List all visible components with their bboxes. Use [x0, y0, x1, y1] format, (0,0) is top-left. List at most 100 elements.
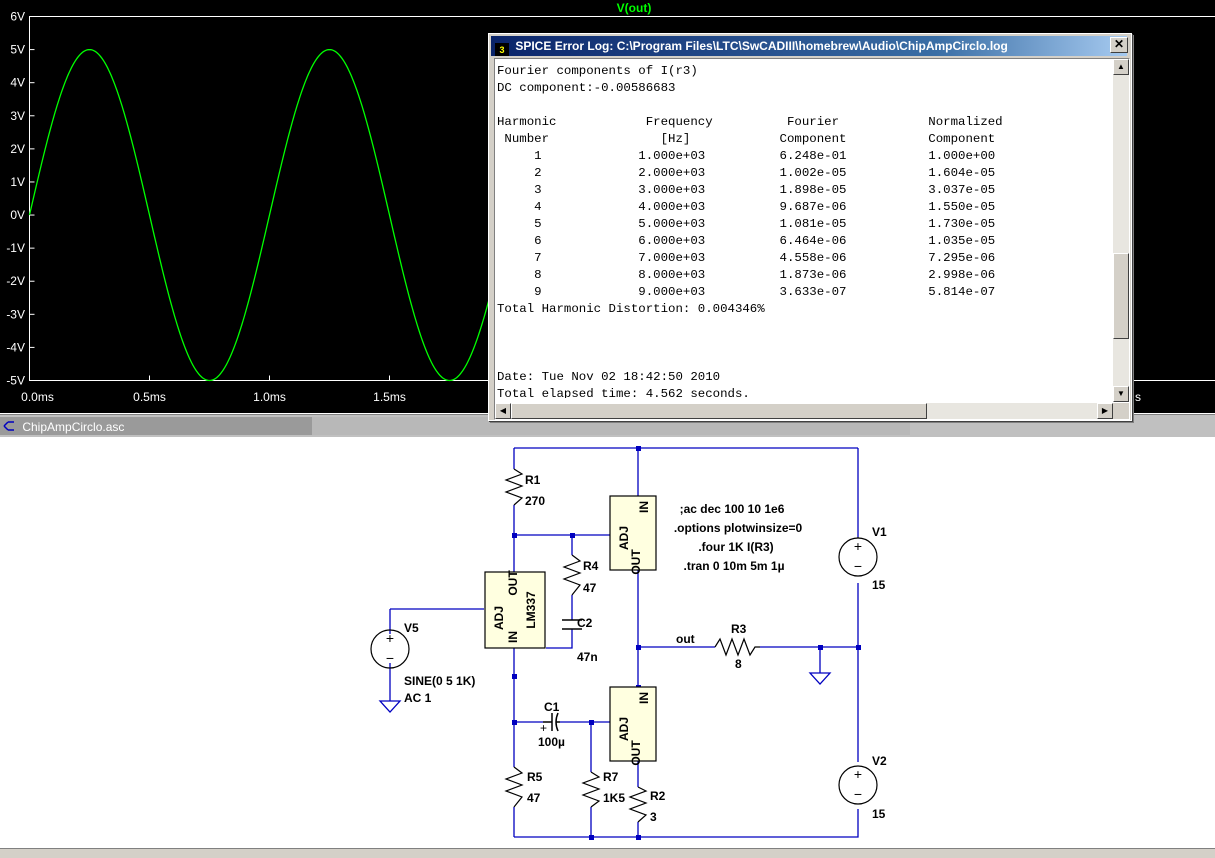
log-line: 1 1.000e+03 6.248e-01 1.000e+00 — [497, 148, 1107, 165]
tab-chipampcirclo[interactable]: ChipAmpCirclo.asc — [0, 417, 312, 435]
schematic-pane[interactable]: + − + − + − ADJ OUT IN ADJ OUT IN ADJ OUT I… — [0, 437, 1215, 857]
c1-value: 100µ — [538, 735, 565, 749]
v1-value: 15 — [872, 578, 886, 592]
v2-value: 15 — [872, 807, 886, 821]
log-line: 9 9.000e+03 3.633e-07 5.814e-07 — [497, 284, 1107, 301]
v5-value: SINE(0 5 1K) — [404, 674, 475, 688]
v5-ref: V5 — [404, 621, 419, 635]
svg-text:OUT: OUT — [629, 740, 643, 766]
log-line — [497, 97, 1107, 114]
log-line: 7 7.000e+03 4.558e-06 7.295e-06 — [497, 250, 1107, 267]
scroll-corner — [1113, 403, 1129, 419]
net-out-label: out — [676, 632, 695, 646]
r3-ref: R3 — [731, 622, 747, 636]
scroll-left-icon[interactable]: ◀ — [495, 403, 511, 419]
log-text[interactable]: Fourier components of I(r3)DC component:… — [497, 63, 1107, 398]
scroll-up-icon[interactable]: ▲ — [1113, 59, 1129, 75]
y-tick-label: 4V — [10, 76, 25, 90]
log-line: 2 2.000e+03 1.002e-05 1.604e-05 — [497, 165, 1107, 182]
log-line: Number [Hz] Component Component — [497, 131, 1107, 148]
c2-ref: C2 — [577, 616, 593, 630]
svg-text:OUT: OUT — [506, 570, 520, 596]
r3-symbol — [715, 639, 760, 655]
x-tick-label: 0.0ms — [21, 390, 54, 404]
log-line: 3 3.000e+03 1.898e-05 3.037e-05 — [497, 182, 1107, 199]
directive-line: .four 1K I(R3) — [698, 540, 773, 554]
r1-ref: R1 — [525, 473, 541, 487]
svg-text:+: + — [386, 630, 394, 646]
log-line: Total elapsed time: 4.562 seconds. — [497, 386, 1107, 398]
ltspice-schematic-icon — [3, 420, 15, 432]
y-tick-label: -1V — [6, 241, 25, 255]
y-tick-label: -5V — [6, 374, 25, 388]
r5-ref: R5 — [527, 770, 543, 784]
y-tick-label: 2V — [10, 142, 25, 156]
y-tick-label: 5V — [10, 43, 25, 57]
vertical-scrollbar[interactable]: ▲ ▼ — [1113, 59, 1129, 402]
log-line: Total Harmonic Distortion: 0.004346% — [497, 301, 1107, 318]
log-text-area[interactable]: Fourier components of I(r3)DC component:… — [494, 58, 1130, 420]
source-polarity: + − + − + − — [386, 538, 862, 802]
log-titlebar[interactable]: 3 SPICE Error Log: C:\Program Files\LTC\… — [491, 36, 1127, 56]
voltage-sources — [371, 537, 877, 804]
directive-line: ;ac dec 100 10 1e6 — [680, 502, 785, 516]
vertical-scroll-thumb[interactable] — [1113, 253, 1129, 339]
svg-text:−: − — [386, 650, 394, 666]
horizontal-scrollbar[interactable]: ◀ ▶ — [495, 403, 1113, 419]
y-tick-label: -4V — [6, 340, 25, 354]
log-line: Harmonic Frequency Fourier Normalized — [497, 114, 1107, 131]
svg-text:OUT: OUT — [629, 549, 643, 575]
svg-text:ADJ: ADJ — [492, 606, 506, 630]
y-tick-label: 1V — [10, 175, 25, 189]
v5-ac: AC 1 — [404, 691, 432, 705]
schematic-canvas[interactable]: + − + − + − ADJ OUT IN ADJ OUT IN ADJ OUT I… — [0, 437, 1215, 857]
r7-symbol — [583, 772, 599, 807]
svg-text:−: − — [854, 786, 862, 802]
svg-text:ADJ: ADJ — [617, 717, 631, 741]
r3-value: 8 — [735, 657, 742, 671]
log-line: 6 6.000e+03 6.464e-06 1.035e-05 — [497, 233, 1107, 250]
horizontal-scroll-thumb[interactable] — [511, 403, 927, 419]
r4-value: 47 — [583, 581, 597, 595]
x-tick-label: 1.5ms — [373, 390, 406, 404]
svg-text:LM337: LM337 — [524, 591, 538, 629]
log-line: 5 5.000e+03 1.081e-05 1.730e-05 — [497, 216, 1107, 233]
y-tick-label: -2V — [6, 274, 25, 288]
r2-ref: R2 — [650, 789, 666, 803]
ground-icon — [810, 673, 830, 684]
log-line: Fourier components of I(r3) — [497, 63, 1107, 80]
spice-error-log-window[interactable]: 3 SPICE Error Log: C:\Program Files\LTC\… — [488, 33, 1132, 421]
y-tick-label: 0V — [10, 208, 25, 222]
y-tick-label: 3V — [10, 109, 25, 123]
trace-label[interactable]: V(out) — [617, 1, 652, 15]
svg-text:IN: IN — [506, 631, 520, 643]
r2-symbol — [630, 787, 646, 822]
directive-line: .tran 0 10m 5m 1µ — [684, 559, 785, 573]
r4-ref: R4 — [583, 559, 599, 573]
spice-directives[interactable]: ;ac dec 100 10 1e6 .options plotwinsize=… — [674, 502, 803, 573]
r4-symbol — [564, 555, 580, 595]
c2-value: 47n — [577, 650, 598, 664]
log-line: DC component:-0.00586683 — [497, 80, 1107, 97]
scroll-right-icon[interactable]: ▶ — [1097, 403, 1113, 419]
svg-text:+: + — [854, 538, 862, 554]
c1-ref: C1 — [544, 700, 560, 714]
r5-symbol — [506, 767, 522, 807]
r2-value: 3 — [650, 810, 657, 824]
close-button[interactable]: ✕ — [1110, 37, 1128, 53]
log-line — [497, 318, 1107, 335]
svg-text:IN: IN — [637, 692, 651, 704]
x-tick-partial-label: s — [1135, 390, 1141, 404]
log-line: Date: Tue Nov 02 18:42:50 2010 — [497, 369, 1107, 386]
scroll-down-icon[interactable]: ▼ — [1113, 386, 1129, 402]
log-line: 8 8.000e+03 1.873e-06 2.998e-06 — [497, 267, 1107, 284]
x-tick-label: 1.0ms — [253, 390, 286, 404]
svg-text:+: + — [854, 766, 862, 782]
log-line — [497, 335, 1107, 352]
log-line — [497, 352, 1107, 369]
r7-ref: R7 — [603, 770, 619, 784]
tab-label: ChipAmpCirclo.asc — [22, 420, 124, 434]
svg-text:ADJ: ADJ — [617, 526, 631, 550]
svg-text:−: − — [854, 558, 862, 574]
svg-text:IN: IN — [637, 501, 651, 513]
